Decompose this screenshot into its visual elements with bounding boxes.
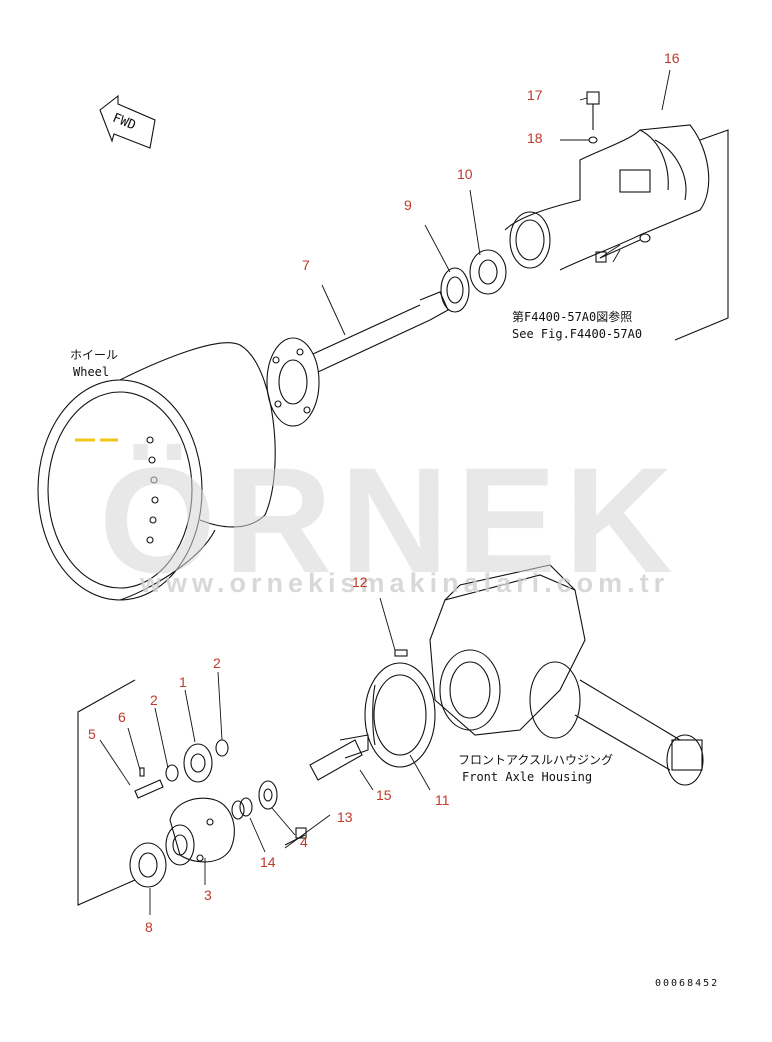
document-number: 00068452 [655, 978, 720, 989]
washer-part-2 [165, 739, 229, 782]
fwd-arrow-icon [99, 94, 156, 149]
callout-12: 12 [352, 574, 368, 590]
callout-4: 4 [300, 834, 308, 850]
callout-3: 3 [204, 887, 212, 903]
washer-part-18 [588, 136, 598, 144]
callout-9: 9 [404, 197, 412, 213]
pin-part-12 [394, 649, 408, 657]
shaft-part-5 [134, 779, 164, 799]
fwd-label: FWD [110, 111, 138, 134]
housing-bolt [595, 233, 651, 263]
sun-gear-part-15 [309, 734, 369, 781]
planet-gear-part-1 [183, 743, 213, 783]
axle-shaft-drawing [266, 291, 449, 427]
callout-16: 16 [664, 50, 680, 66]
bearing-part-10 [469, 249, 507, 295]
wheel-label-jp: ホイール [70, 348, 119, 362]
bolt-part-17 [586, 91, 600, 130]
axle-housing-upper [504, 124, 710, 271]
callout-17: 17 [527, 87, 543, 103]
callout-14: 14 [260, 854, 276, 870]
see-fig-label-jp: 第F4400-57A0図参照 [512, 310, 633, 324]
front-axle-housing-drawing [429, 564, 704, 786]
callout-13: 13 [337, 809, 353, 825]
nut-part-8 [129, 842, 167, 888]
wheel-drawing [37, 342, 276, 601]
callout-2a: 2 [213, 655, 221, 671]
callout-11: 11 [435, 792, 450, 808]
callout-10: 10 [457, 166, 473, 182]
wheel-label-en: Wheel [73, 365, 110, 379]
callout-7: 7 [302, 257, 310, 273]
callout-15: 15 [376, 787, 392, 803]
see-fig-label-en: See Fig.F4400-57A0 [512, 327, 643, 341]
axle-housing-label-jp: フロントアクスルハウジング [458, 753, 614, 767]
callout-5: 5 [88, 726, 96, 742]
planet-carrier-part-3 [165, 797, 235, 866]
ring-gear-part-11 [364, 662, 436, 768]
ring-part-9 [440, 267, 470, 313]
washer-part-4 [258, 780, 278, 810]
axle-housing-label-en: Front Axle Housing [462, 770, 593, 784]
callout-1: 1 [179, 674, 187, 690]
callout-6: 6 [118, 709, 126, 725]
see-fig-bracket [674, 129, 729, 341]
watermark-brand: ÖRNEK [99, 436, 681, 604]
callout-18: 18 [527, 130, 543, 146]
planetary-group-bracket [77, 679, 136, 906]
callout-8: 8 [145, 919, 153, 935]
pin-part-6 [139, 767, 145, 777]
shim-part-14 [231, 797, 253, 820]
watermark-url: www.ornekismakinalari.com.tr [140, 568, 670, 598]
callout-2b: 2 [150, 692, 158, 708]
